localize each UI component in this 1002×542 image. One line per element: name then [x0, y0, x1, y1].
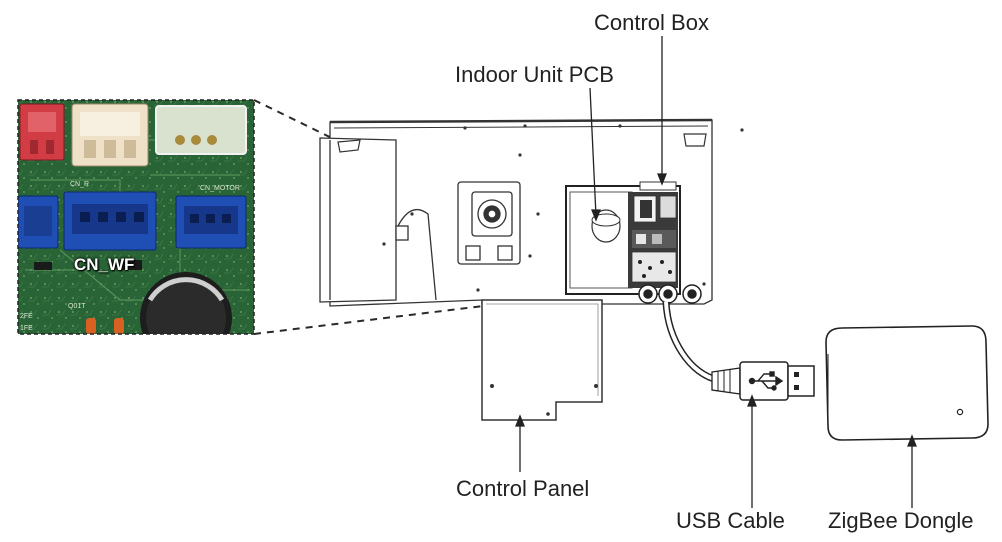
- motor-bracket: [457, 181, 521, 265]
- label-control-box: Control Box: [594, 10, 709, 35]
- svg-text:Q01T: Q01T: [68, 303, 86, 310]
- svg-text:2FE: 2FE: [20, 313, 33, 320]
- svg-text:CN_R: CN_R: [70, 181, 89, 188]
- label-indoor-unit-pcb: Indoor Unit PCB: [455, 62, 614, 87]
- svg-text:1FE: 1FE: [20, 325, 33, 332]
- red-connector: [19, 103, 65, 161]
- cream-connector: [71, 103, 149, 167]
- chassis-screws: [382, 124, 744, 292]
- capacitor: [140, 272, 232, 334]
- control-box: [565, 181, 681, 295]
- label-zigbee-dongle: ZigBee Dongle: [828, 508, 974, 533]
- pipe-sensor-connector: [155, 105, 247, 155]
- label-cn-wf-connector: CN_WF: [74, 255, 135, 274]
- usb-icon: [748, 371, 784, 391]
- pcb-closeup-photo: 2FE_OUTCN_2FE_INCN_PIPE_MID CN_RCN_MOTOR…: [18, 100, 254, 334]
- label-control-panel: Control Panel: [456, 476, 590, 501]
- svg-text:CN_MOTOR: CN_MOTOR: [200, 185, 240, 192]
- control-panel: [481, 299, 603, 421]
- mounting-clips: [337, 133, 707, 153]
- cable-grommets: [638, 284, 702, 304]
- label-usb-cable: USB Cable: [676, 508, 785, 533]
- zigbee-dongle: [825, 325, 989, 441]
- usb-cable: [662, 301, 815, 401]
- dongle-led-icon: [956, 408, 964, 416]
- pointer-lines: [515, 36, 917, 508]
- blue-connectors: [18, 191, 247, 251]
- pcb-closeup-frame: [17, 99, 255, 335]
